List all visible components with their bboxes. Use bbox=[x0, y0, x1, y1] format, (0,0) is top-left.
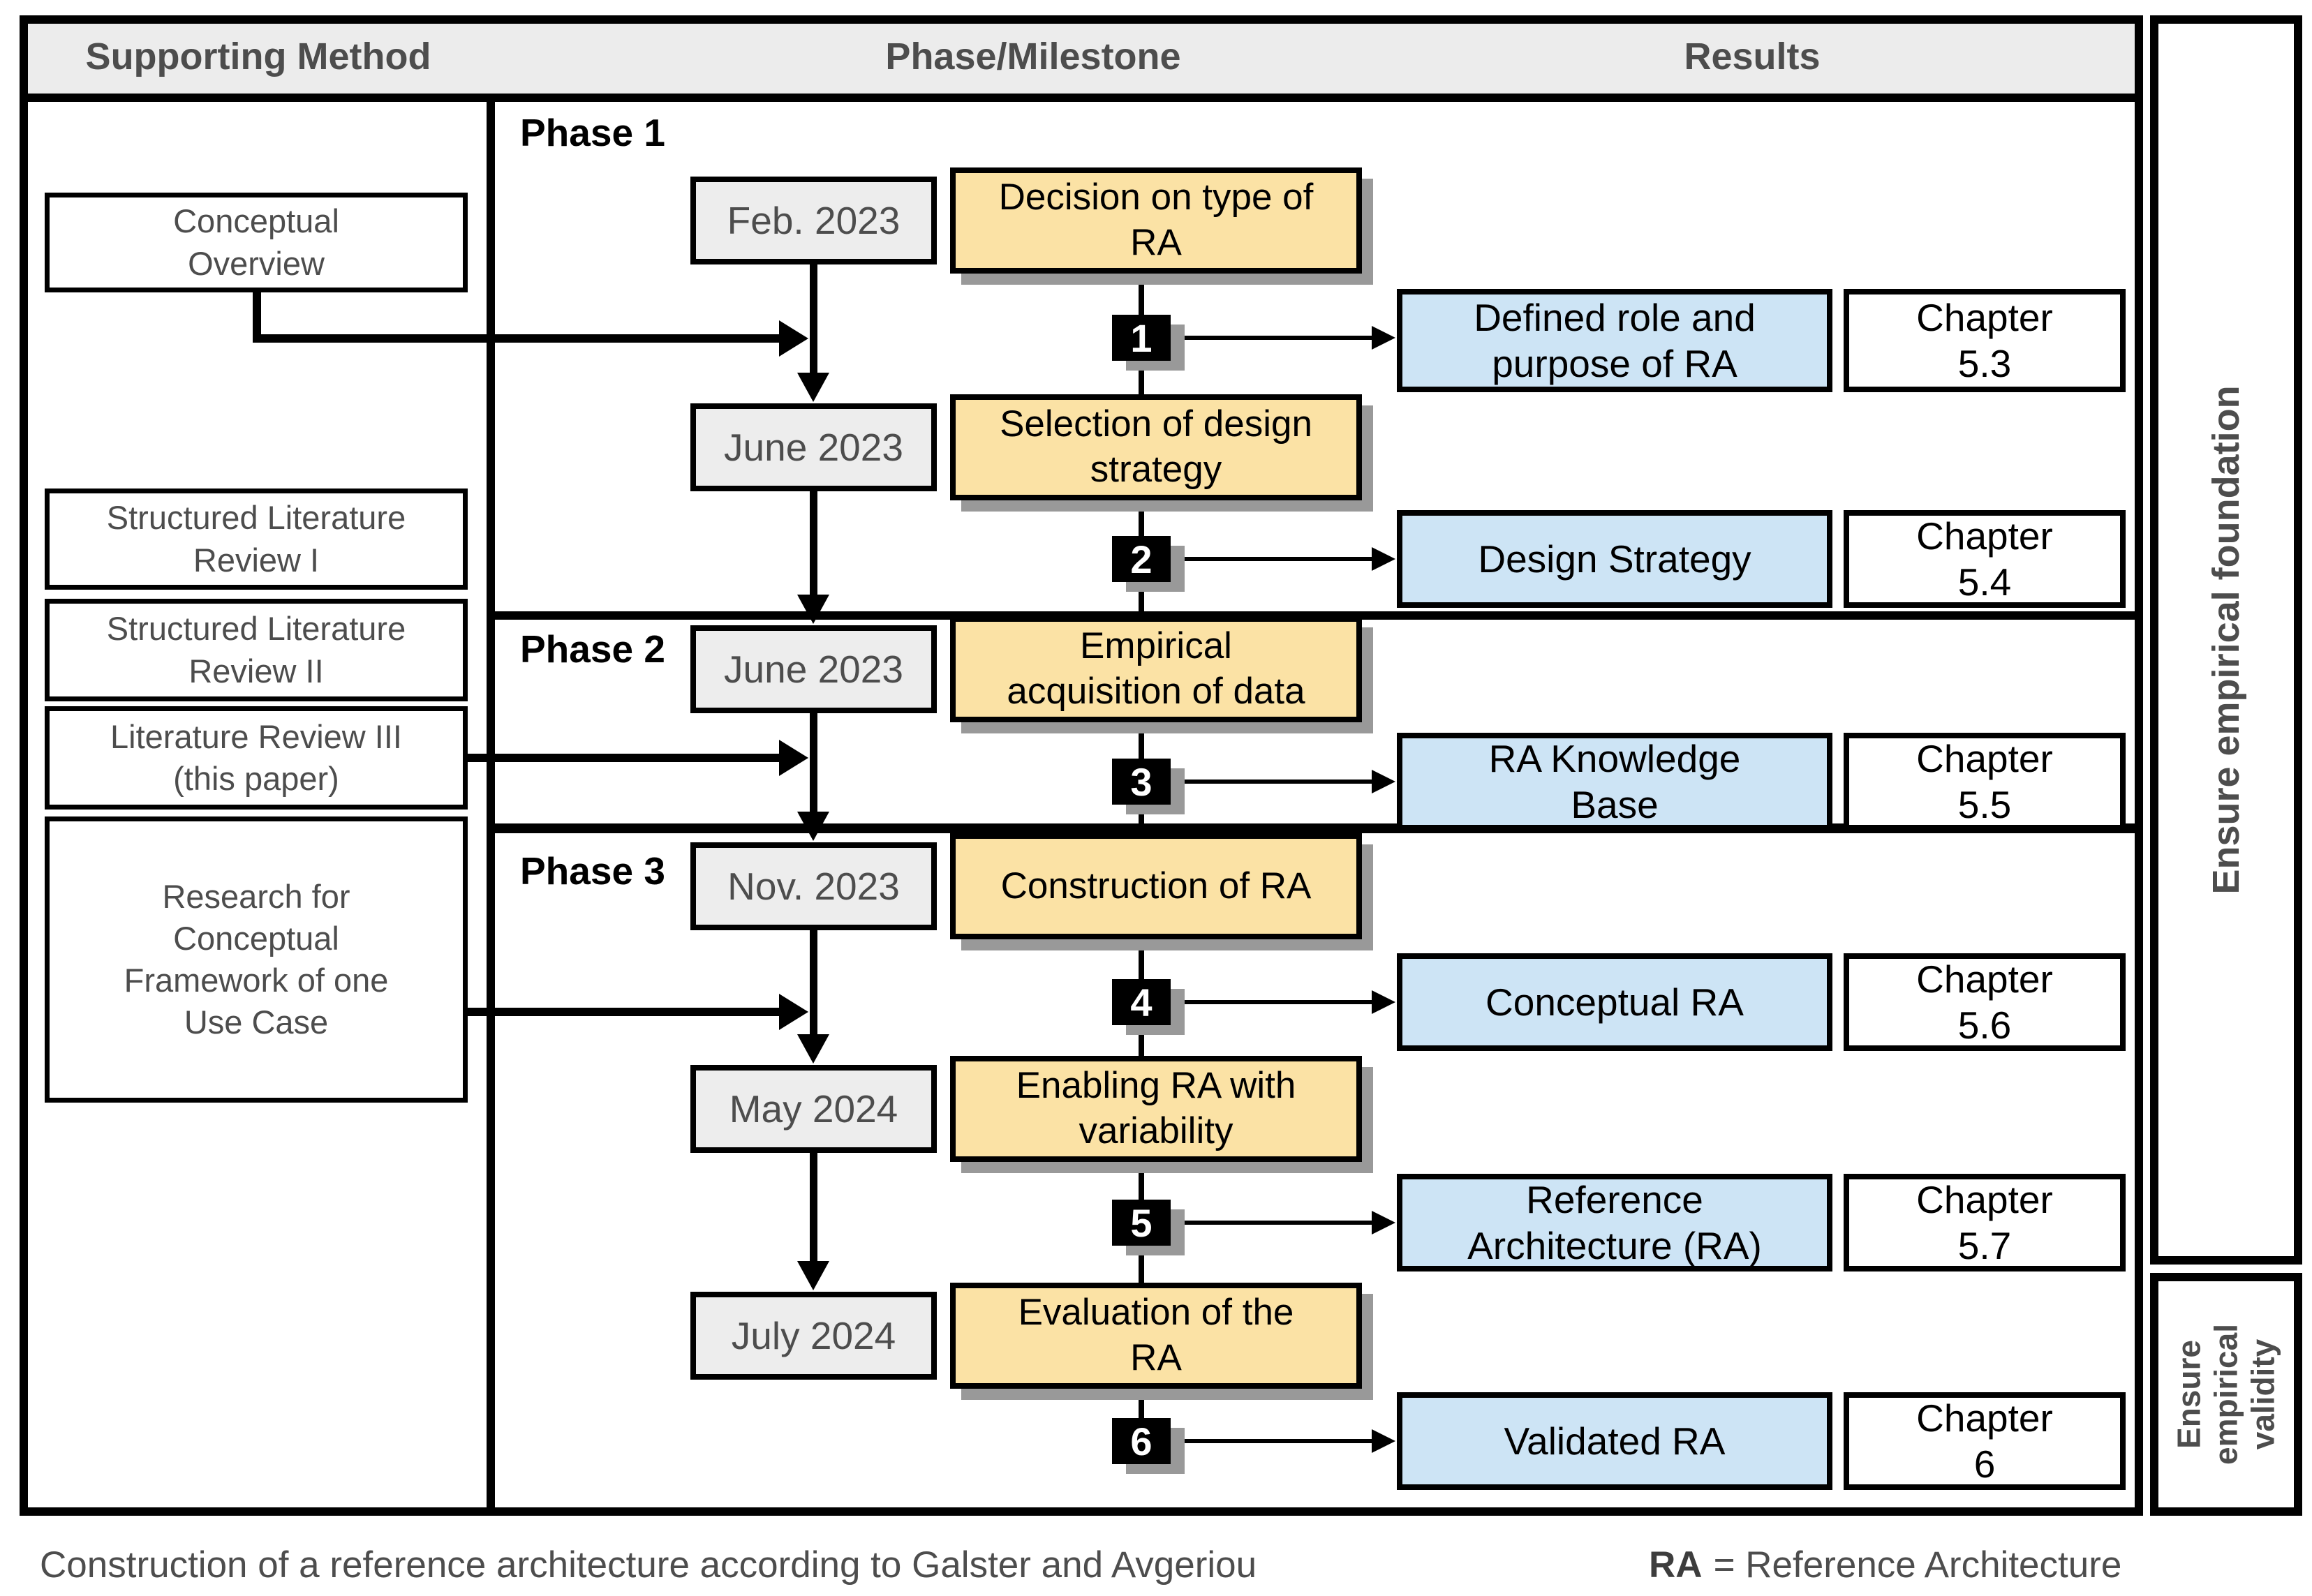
chapter-box-4: Chapter 5.6 bbox=[1844, 953, 2126, 1051]
connector-overview-horizontal bbox=[253, 334, 780, 343]
phase-3-label: Phase 3 bbox=[520, 849, 665, 893]
result-arrowhead-5-icon bbox=[1372, 1211, 1395, 1235]
connector-research-horizontal bbox=[466, 1008, 780, 1016]
supporting-method-lr-3: Literature Review III (this paper) bbox=[45, 706, 468, 810]
result-box-2: Design Strategy bbox=[1397, 510, 1832, 608]
result-box-6: Validated RA bbox=[1397, 1392, 1832, 1490]
timeline-arrowhead-4-icon bbox=[797, 1034, 829, 1064]
result-arrow-3 bbox=[1171, 780, 1372, 784]
date-box-4: Nov. 2023 bbox=[690, 842, 937, 930]
connector-lr3-horizontal bbox=[466, 754, 780, 762]
connector-overview-vertical bbox=[253, 286, 261, 342]
date-box-6: July 2024 bbox=[690, 1292, 937, 1380]
result-arrowhead-6-icon bbox=[1372, 1429, 1395, 1453]
milestone-box-1: Decision on type of RA bbox=[950, 167, 1362, 274]
phase-divider-1-2 bbox=[489, 611, 2135, 620]
sidebar-empirical-foundation-label: Ensure empirical foundation bbox=[2205, 385, 2247, 895]
date-box-3: June 2023 bbox=[690, 625, 937, 713]
connector-research-arrowhead-icon bbox=[779, 994, 808, 1030]
connector-overview-arrowhead-icon bbox=[779, 320, 808, 357]
sidebar-empirical-foundation-box bbox=[2150, 15, 2302, 1265]
header-rule bbox=[28, 94, 2135, 102]
result-arrow-6 bbox=[1171, 1439, 1372, 1443]
milestone-box-4: Construction of RA bbox=[950, 833, 1362, 939]
chapter-box-5: Chapter 5.7 bbox=[1844, 1174, 2126, 1271]
column-header-results: Results bbox=[1684, 36, 1821, 77]
step-badge-2: 2 bbox=[1112, 536, 1171, 582]
timeline-arrowhead-5-icon bbox=[797, 1261, 829, 1290]
result-arrowhead-4-icon bbox=[1372, 990, 1395, 1014]
milestone-box-3: Empirical acquisition of data bbox=[950, 616, 1362, 722]
step-badge-6: 6 bbox=[1112, 1418, 1171, 1464]
supporting-method-conceptual-overview: Conceptual Overview bbox=[45, 193, 468, 292]
timeline-arrow-1 bbox=[810, 264, 817, 376]
column-header-phase-milestone: Phase/Milestone bbox=[885, 36, 1181, 77]
timeline-arrow-5 bbox=[810, 1153, 817, 1264]
milestone-box-5: Enabling RA with variability bbox=[950, 1056, 1362, 1162]
result-arrow-4 bbox=[1171, 1000, 1372, 1004]
column-divider bbox=[487, 102, 495, 1507]
sidebar-empirical-validity-box bbox=[2150, 1273, 2302, 1516]
result-box-4: Conceptual RA bbox=[1397, 953, 1832, 1051]
column-header-supporting-method: Supporting Method bbox=[85, 36, 431, 77]
timeline-arrowhead-2-icon bbox=[797, 595, 829, 624]
chapter-box-1: Chapter 5.3 bbox=[1844, 289, 2126, 392]
legend-ra-definition: = Reference Architecture bbox=[1713, 1544, 2122, 1586]
result-arrowhead-3-icon bbox=[1372, 770, 1395, 793]
header-band bbox=[28, 24, 2135, 94]
supporting-method-slr-2: Structured Literature Review II bbox=[45, 599, 468, 701]
step-badge-5: 5 bbox=[1112, 1200, 1171, 1246]
timeline-arrow-4 bbox=[810, 930, 817, 1037]
milestone-box-2: Selection of design strategy bbox=[950, 394, 1362, 500]
result-arrowhead-1-icon bbox=[1372, 326, 1395, 350]
timeline-arrow-2 bbox=[810, 491, 817, 597]
result-box-5: Reference Architecture (RA) bbox=[1397, 1174, 1832, 1271]
supporting-method-research-use-case: Research for Conceptual Framework of one… bbox=[45, 816, 468, 1103]
legend-ra-abbreviation: RA= Reference Architecture bbox=[1649, 1544, 2121, 1586]
phase-2-label: Phase 2 bbox=[520, 627, 665, 671]
step-badge-3: 3 bbox=[1112, 759, 1171, 805]
result-box-1: Defined role and purpose of RA bbox=[1397, 289, 1832, 392]
connector-lr3-arrowhead-icon bbox=[779, 740, 808, 776]
step-badge-1: 1 bbox=[1112, 315, 1171, 361]
sidebar-empirical-validity-label: Ensure empirical validity bbox=[2170, 1324, 2281, 1465]
supporting-method-slr-1: Structured Literature Review I bbox=[45, 489, 468, 590]
result-arrowhead-2-icon bbox=[1372, 547, 1395, 571]
milestone-box-6: Evaluation of the RA bbox=[950, 1283, 1362, 1389]
chapter-box-6: Chapter 6 bbox=[1844, 1392, 2126, 1490]
date-box-5: May 2024 bbox=[690, 1065, 937, 1153]
timeline-arrowhead-3-icon bbox=[797, 812, 829, 841]
result-arrow-5 bbox=[1171, 1221, 1372, 1225]
phase-1-label: Phase 1 bbox=[520, 111, 665, 154]
result-arrow-1 bbox=[1171, 336, 1372, 340]
figure-caption: Construction of a reference architecture… bbox=[40, 1544, 1257, 1586]
chapter-box-3: Chapter 5.5 bbox=[1844, 733, 2126, 830]
chapter-box-2: Chapter 5.4 bbox=[1844, 510, 2126, 608]
legend-ra-term: RA bbox=[1649, 1544, 1703, 1586]
date-box-1: Feb. 2023 bbox=[690, 177, 937, 264]
timeline-arrowhead-1-icon bbox=[797, 373, 829, 402]
milestone-connector-6 bbox=[1139, 1389, 1144, 1441]
date-box-2: June 2023 bbox=[690, 403, 937, 491]
timeline-arrow-3 bbox=[810, 713, 817, 814]
step-badge-4: 4 bbox=[1112, 979, 1171, 1025]
result-arrow-2 bbox=[1171, 557, 1372, 561]
result-box-3: RA Knowledge Base bbox=[1397, 733, 1832, 830]
